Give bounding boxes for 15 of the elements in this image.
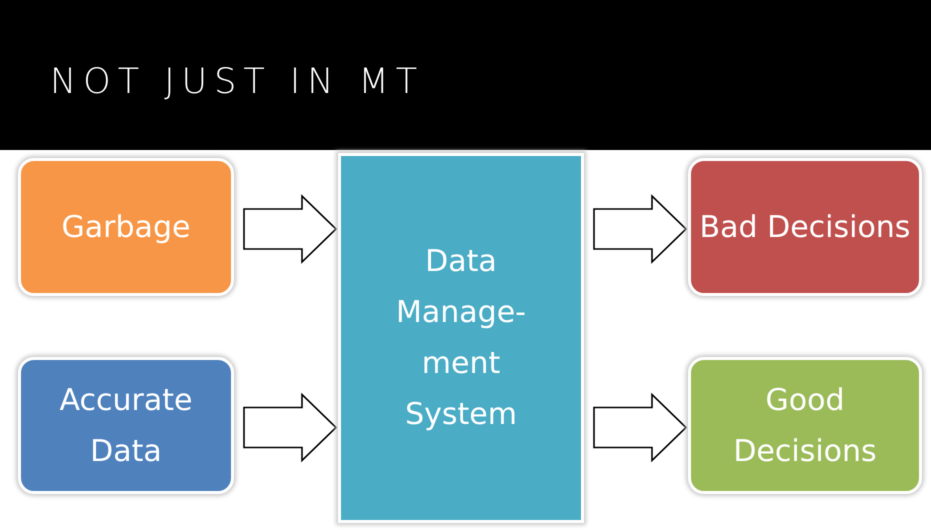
rounded-box [688,158,922,296]
node-label: Bad Decisions [698,208,912,246]
rounded-box [18,158,234,296]
block-arrow [593,392,688,462]
title: NOT JUST IN MT [50,62,424,102]
block-arrow [243,392,338,462]
node-label: Good Decisions [732,382,878,470]
process-box [338,153,584,523]
node-label: Garbage [60,208,192,246]
node-label: Accurate Data [58,382,194,470]
block-arrow [593,194,688,264]
node-label: Data Manage- ment System [395,243,527,434]
block-arrow [243,194,338,264]
rounded-box [688,357,922,494]
rounded-box [18,357,234,494]
